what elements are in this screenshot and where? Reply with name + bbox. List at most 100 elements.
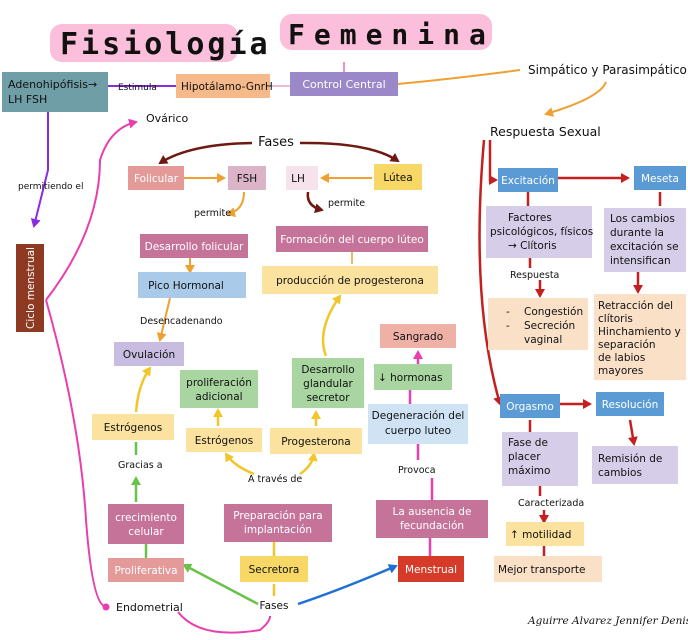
menstrual-box: Menstrual [398, 556, 464, 582]
progesterona-box: Progesterona [270, 428, 362, 454]
desarrollo-glandular-line3: secretor [306, 392, 350, 404]
fases-top-label: Fases [258, 135, 294, 150]
title-highlight-2 [280, 14, 492, 50]
estimula-label: Estimula [118, 83, 157, 93]
ausencia-line1: La ausencia de [393, 506, 472, 518]
pico-hormonal-box: Pico Hormonal [138, 272, 246, 298]
congestion-dash-1: - [506, 306, 510, 318]
connector-control-simpatico [397, 69, 521, 85]
arrow-fsh-desarrollo [226, 191, 245, 218]
hormonas-box: ↓ hormonas [374, 364, 452, 390]
estrogenos-1-label: Estrógenos [104, 422, 162, 434]
fsh-label: FSH [237, 173, 257, 185]
cambios-line4: intensifican [610, 255, 671, 267]
secretora-box: Secretora [240, 556, 308, 582]
adenohipofisis-box: Adenohipófisis→ LH FSH [2, 72, 108, 112]
preparacion-implantacion-box: Preparación para implantación [224, 504, 332, 542]
ovarico-label: Ovárico [146, 112, 189, 125]
permite-label-1: permite [194, 208, 231, 219]
proliferativa-box: Proliferativa [108, 558, 184, 582]
desarrollo-folicular-label: Desarrollo folicular [145, 241, 244, 253]
degeneracion-line2: cuerpo luteo [385, 425, 451, 437]
excitacion-box: Excitación [498, 168, 558, 192]
ciclo-menstrual-box: Ciclo menstrual [16, 244, 44, 332]
proliferativa-label: Proliferativa [114, 565, 177, 577]
arrow-respuesta-excitacion [488, 140, 498, 185]
meseta-label: Meseta [641, 173, 679, 185]
endometrial-label: Endometrial [116, 601, 183, 614]
degeneracion-line1: Degeneración del [372, 410, 465, 422]
permitiendo-label: permitiendo el [18, 182, 83, 192]
retraccion-line6: mayores [598, 365, 643, 377]
estrogenos-2-box: Estrógenos [186, 428, 262, 452]
connector-ciclo-endometrial [45, 299, 105, 607]
lh-label: LH [291, 173, 305, 185]
hipotalamo-label: Hipotálamo-GnrH [181, 81, 273, 93]
desarrollo-glandular-line1: Desarrollo [301, 364, 354, 376]
sangrado-label: Sangrado [393, 331, 443, 343]
folicular-box: Folicular [128, 166, 184, 190]
formacion-luteo-box: Formación del cuerpo lúteo [276, 226, 428, 252]
fase-placer-box: Fase de placer máximo [502, 432, 578, 486]
arrow-fases-lutea [299, 141, 400, 163]
produccion-progesterona-label: producción de progesterona [276, 275, 424, 287]
connectors [30, 62, 662, 634]
cambios-box: Los cambios durante la excitación se int… [604, 208, 686, 272]
arrow-respuesta-orgasmo [478, 139, 503, 406]
congestion-line1: Congestión [524, 306, 583, 318]
arrow-desarrollo-produccion [321, 294, 342, 357]
retraccion-line2: clítoris [598, 313, 633, 325]
connector-pico-ovulacion [156, 297, 171, 342]
control-central-label: Control Central [302, 78, 385, 91]
arrow-fases-folicular [158, 141, 253, 165]
simpatico-label: Simpático y Parasimpático [528, 63, 687, 77]
desarrollo-glandular-box: Desarrollo glandular secretor [292, 358, 364, 408]
lutea-box: Lútea [374, 164, 422, 190]
remision-line2: cambios [598, 467, 642, 479]
remision-box: Remisión de cambios [592, 446, 678, 484]
preparacion-line2: implantación [244, 524, 312, 536]
fase-line1: Fase de [508, 437, 548, 449]
desencadenando-label: Desencadenando [140, 316, 223, 327]
hormonas-label: ↓ hormonas [378, 372, 443, 384]
connector-endometrial-fases [177, 611, 271, 634]
a-traves-de-label: A través de [248, 474, 302, 485]
arrow-lh-formacion [306, 191, 324, 214]
fases-bottom-label: Fases [260, 600, 289, 612]
arrow-fases-menstrual [297, 564, 398, 606]
factores-line2: psicológicos, físicos [490, 226, 593, 238]
resolucion-box: Resolución [596, 392, 664, 416]
permite-label-2: permite [328, 198, 365, 209]
retraccion-box: Retracción del clítoris Hinchamiento y s… [594, 294, 686, 380]
respuesta-sexual-title: Respuesta Sexual [490, 124, 601, 139]
arrow-fases-proliferativa [182, 563, 259, 606]
ausencia-fecundacion-box: La ausencia de fecundación [376, 500, 488, 538]
cambios-line1: Los cambios [610, 213, 675, 225]
congestion-line2: Secreción [524, 320, 575, 332]
motilidad-label: ↑ motilidad [510, 529, 571, 541]
retraccion-line1: Retracción del [598, 300, 673, 312]
retraccion-line3: Hinchamiento y [598, 326, 681, 338]
arrow-simpatico-respuesta [544, 81, 607, 117]
arrow-resolucion-remision [627, 419, 638, 446]
degeneracion-box: Degeneración del cuerpo luteo [368, 404, 468, 444]
title: Fisiología Femenina [50, 14, 492, 62]
proliferacion-line1: proliferación [186, 377, 252, 389]
mejor-transporte-label: Mejor transporte [498, 564, 586, 576]
retraccion-line5: de labios [598, 352, 645, 364]
provoca-label: Provoca [398, 465, 436, 476]
factores-line3: → Clítoris [508, 240, 557, 252]
crecimiento-line2: celular [128, 526, 164, 538]
hipotalamo-box: Hipotálamo-GnrH [176, 74, 273, 98]
caracterizada-label: Caracterizada [518, 498, 584, 509]
proliferacion-adicional-box: proliferación adicional [180, 370, 258, 408]
progesterona-label: Progesterona [281, 436, 350, 448]
author-signature: Aguirre Alvarez Jennifer Denisse [527, 615, 688, 627]
respuesta-label: Respuesta [510, 270, 559, 281]
folicular-label: Folicular [134, 173, 179, 185]
proliferacion-line2: adicional [195, 391, 242, 403]
fase-line2: placer [508, 451, 541, 463]
arrow-atraves-estrogenos [224, 452, 255, 476]
title-highlight-1 [50, 24, 238, 62]
